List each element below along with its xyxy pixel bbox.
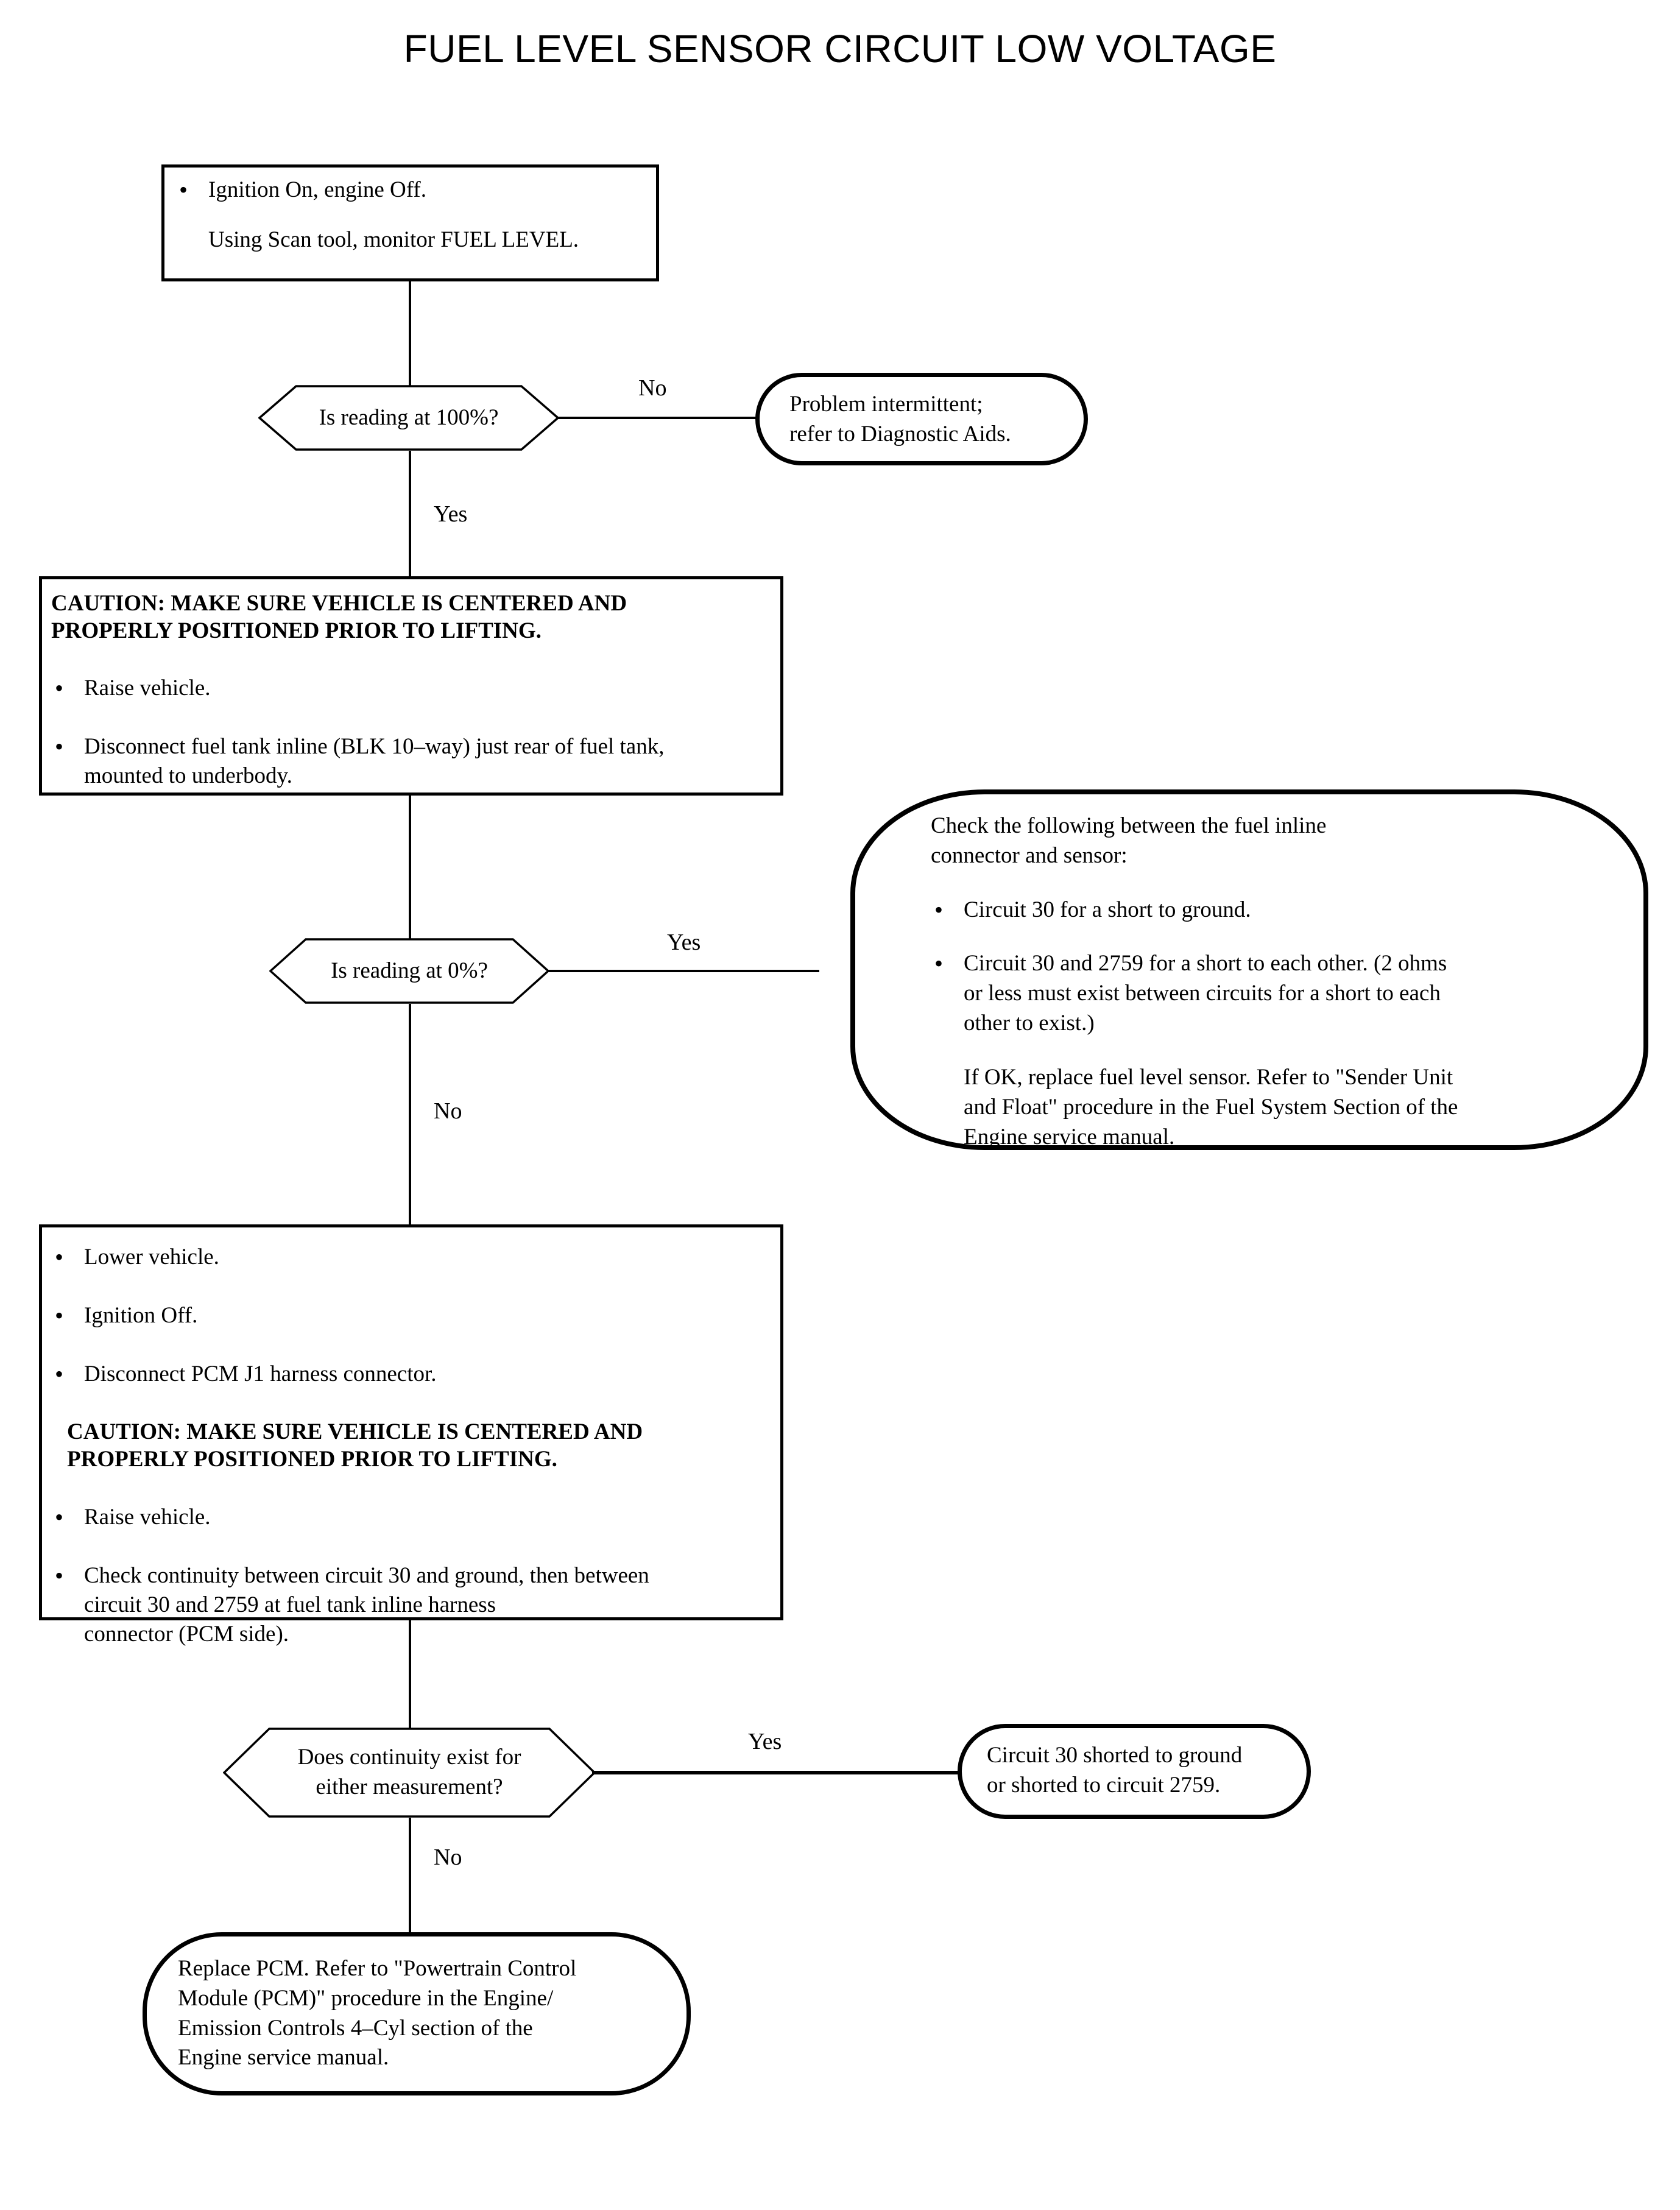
connector-step3-to-decision3 — [409, 1620, 411, 1771]
step3-text: Lower vehicle. Ignition Off. Disconnect … — [51, 1241, 776, 1649]
outcome2-bullet-2-marker: • — [934, 950, 944, 978]
outcome2-intro-line-2: connector and sensor: — [931, 842, 1128, 868]
step3-caution-line-2: PROPERLY POSITIONED PRIOR TO LIFTING. — [67, 1447, 557, 1472]
outcome2-text: Check the following between the fuel inl… — [931, 811, 1601, 1152]
step2-bullet-2-line-2: mounted to underbody. — [84, 763, 292, 789]
outcome2-terminator — [850, 789, 1648, 1150]
step2-text: CAUTION: MAKE SURE VEHICLE IS CENTERED A… — [51, 590, 776, 791]
step2-bullet-2-line-1: Disconnect fuel tank inline (BLK 10–way)… — [84, 734, 665, 760]
page-title: FUEL LEVEL SENSOR CIRCUIT LOW VOLTAGE — [403, 27, 1277, 71]
outcome2-bullet-2-line-1: Circuit 30 and 2759 for a short to each … — [964, 951, 1447, 976]
step2-caution-line-1: CAUTION: MAKE SURE VEHICLE IS CENTERED A… — [51, 591, 627, 616]
connector-decision2-no — [409, 1004, 411, 1224]
step1-bullet-1: Ignition On, engine Off. — [175, 174, 657, 206]
decision2-hexagon: Is reading at 0%? — [269, 938, 549, 1004]
outcome1-line-2: refer to Diagnostic Aids. — [789, 421, 1011, 447]
outcome1-terminator — [755, 373, 1088, 465]
connector-decision3-no — [409, 1818, 411, 1932]
outcome2-note-line-2: and Float" procedure in the Fuel System … — [964, 1094, 1458, 1120]
step3-bullet-5-line-3: connector (PCM side). — [84, 1621, 289, 1647]
edge-label-decision3-no: No — [434, 1845, 462, 1870]
connector-decision3-yes — [592, 1771, 962, 1774]
outcome4-line-3: Emission Controls 4–Cyl section of the — [178, 2015, 533, 2041]
outcome4-line-1: Replace PCM. Refer to "Powertrain Contro… — [178, 1956, 577, 1981]
edge-label-decision2-yes: Yes — [667, 930, 701, 955]
outcome1-line-1: Problem intermittent; — [789, 392, 983, 417]
step2-caution-line-2: PROPERLY POSITIONED PRIOR TO LIFTING. — [51, 618, 542, 644]
step3-bullet-3: Disconnect PCM J1 harness connector. — [51, 1358, 776, 1390]
connector-decision2-yes — [548, 970, 819, 972]
outcome4-terminator — [143, 1932, 691, 2095]
step3-caution-line-1: CAUTION: MAKE SURE VEHICLE IS CENTERED A… — [67, 1419, 643, 1445]
step3-bullet-1: Lower vehicle. — [51, 1241, 776, 1273]
step3-box — [39, 1224, 783, 1620]
outcome3-text: Circuit 30 shorted to ground or shorted … — [987, 1741, 1304, 1801]
step3-bullet-5-line-2: circuit 30 and 2759 at fuel tank inline … — [84, 1592, 496, 1617]
connector-step2-to-decision2 — [409, 796, 411, 943]
outcome2-bullet-1: Circuit 30 for a short to ground. — [964, 897, 1251, 922]
outcome3-line-1: Circuit 30 shorted to ground — [987, 1743, 1243, 1768]
step3-bullet-2: Ignition Off. — [51, 1300, 776, 1332]
outcome2-intro-line-1: Check the following between the fuel inl… — [931, 813, 1327, 838]
outcome1-text: Problem intermittent; refer to Diagnosti… — [789, 390, 1076, 450]
step1-text: Ignition On, engine Off. Using Scan tool… — [175, 174, 657, 255]
outcome2-note-line-1: If OK, replace fuel level sensor. Refer … — [964, 1064, 1453, 1090]
edge-label-decision2-no: No — [434, 1098, 462, 1124]
step1-line-2: Using Scan tool, monitor FUEL LEVEL. — [208, 227, 579, 253]
step3-bullet-4: Raise vehicle. — [51, 1502, 776, 1533]
outcome4-line-2: Module (PCM)" procedure in the Engine/ — [178, 1985, 554, 2011]
outcome2-bullet-2-line-2: or less must exist between circuits for … — [964, 981, 1441, 1006]
outcome3-terminator — [958, 1724, 1311, 1819]
step2-bullet-1: Raise vehicle. — [51, 673, 776, 704]
edge-label-decision1-yes: Yes — [434, 501, 468, 527]
outcome3-line-2: or shorted to circuit 2759. — [987, 1772, 1221, 1798]
edge-label-decision1-no: No — [638, 375, 667, 401]
edge-label-decision3-yes: Yes — [748, 1729, 782, 1754]
connector-decision1-no — [558, 417, 757, 419]
decision1-hexagon: Is reading at 100%? — [258, 385, 559, 451]
outcome2-bullet-2-line-3: other to exist.) — [964, 1011, 1095, 1036]
outcome4-line-4: Engine service manual. — [178, 2045, 389, 2071]
outcome4-text: Replace PCM. Refer to "Powertrain Contro… — [178, 1954, 677, 2073]
outcome2-bullet-1-marker: • — [934, 895, 944, 923]
outcome2-note-line-3: Engine service manual. — [964, 1124, 1175, 1149]
connector-step1-to-decision1 — [409, 281, 411, 408]
step3-bullet-5-line-1: Check continuity between circuit 30 and … — [84, 1562, 649, 1588]
connector-decision1-yes — [409, 451, 411, 576]
decision3-hexagon: Does continuity exist for either measure… — [223, 1728, 596, 1818]
